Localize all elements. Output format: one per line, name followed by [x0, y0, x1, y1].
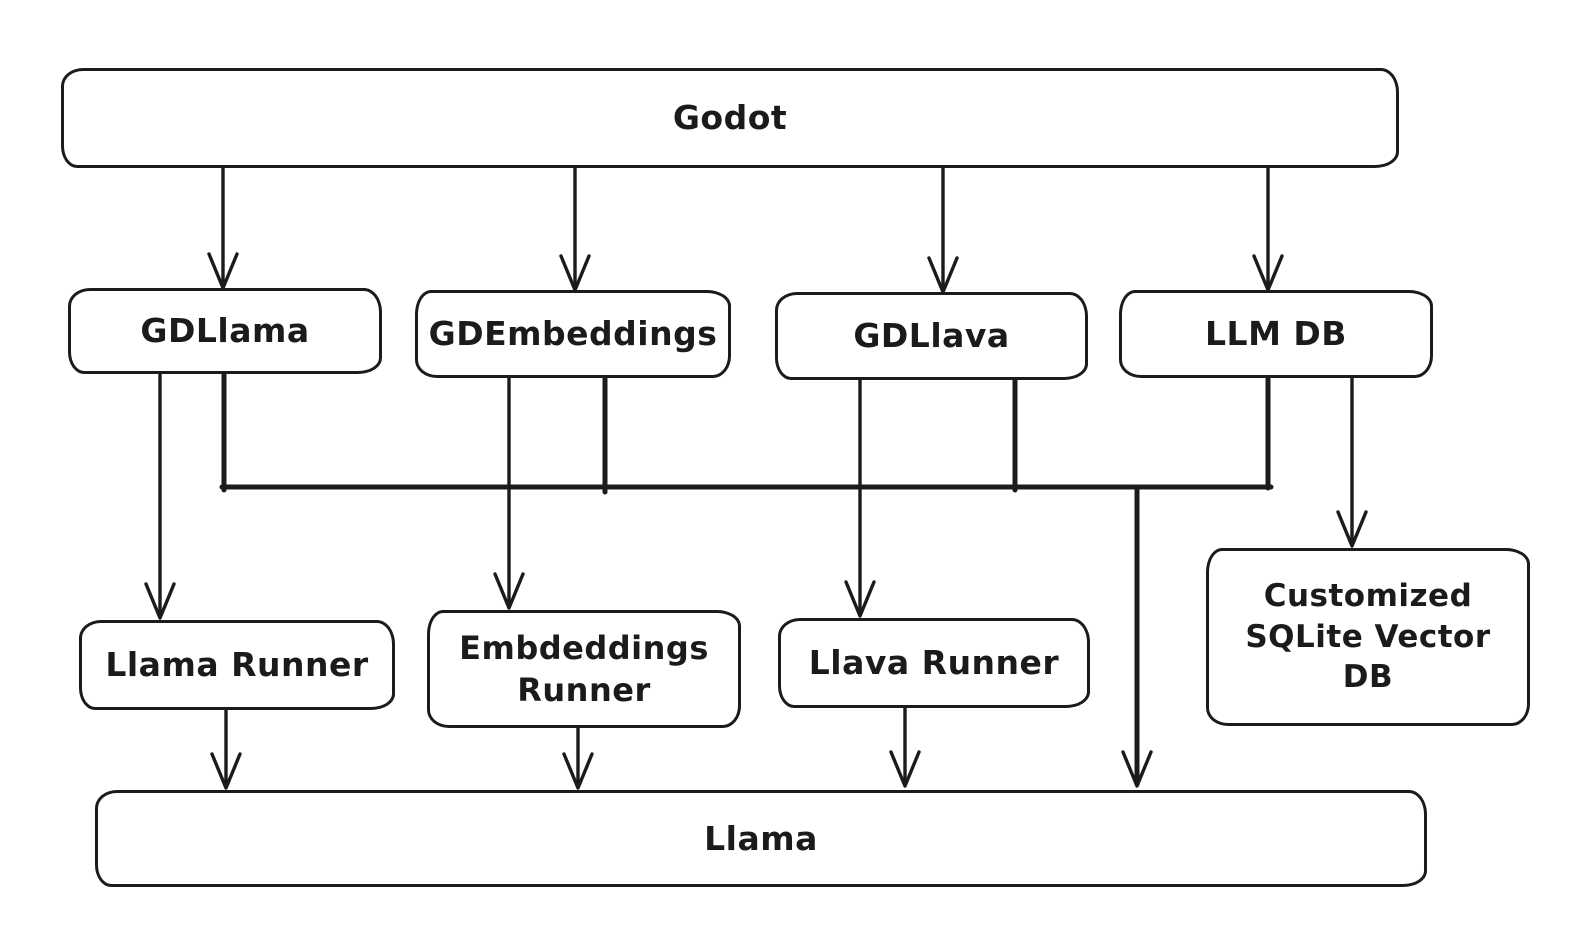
- node-llava-runner: Llava Runner: [778, 618, 1090, 708]
- node-llava-runner-label: Llava Runner: [808, 643, 1060, 683]
- edge-gdllava-llava-runner: [844, 378, 876, 618]
- edge-godot-gdembeddings: [559, 165, 591, 292]
- node-llama-label: Llama: [704, 818, 818, 858]
- node-llm-db-label: LLM DB: [1205, 314, 1347, 354]
- node-gdllava-label: GDLlava: [853, 316, 1010, 356]
- edge-godot-gdllava: [927, 165, 959, 294]
- edge-llava-runner-llama: [889, 706, 921, 788]
- node-godot-label: Godot: [672, 98, 788, 138]
- node-godot: Godot: [61, 68, 1399, 168]
- node-gdllava: GDLlava: [775, 292, 1088, 380]
- edge-llm-db-sqlite-db: [1336, 376, 1368, 548]
- edge-gdllama-llama-runner: [144, 372, 176, 620]
- node-gdembeddings: GDEmbeddings: [415, 290, 731, 378]
- edge-godot-llm-db: [1252, 165, 1284, 292]
- node-gdllama: GDLlama: [68, 288, 382, 374]
- edge-godot-gdllama: [207, 165, 239, 290]
- node-llama: Llama: [95, 790, 1427, 887]
- node-gdembeddings-label: GDEmbeddings: [428, 314, 718, 354]
- node-embdeddings-runner-label: Embdeddings Runner: [459, 628, 709, 709]
- edge-llama-runner-llama: [210, 708, 242, 790]
- edge-gdembeddings-embdeddings-runner: [493, 376, 525, 610]
- node-llama-runner-label: Llama Runner: [105, 645, 369, 685]
- node-gdllama-label: GDLlama: [140, 311, 310, 351]
- node-llm-db: LLM DB: [1119, 290, 1433, 378]
- node-llama-runner: Llama Runner: [79, 620, 395, 710]
- node-sqlite-vector-db: Customized SQLite Vector DB: [1206, 548, 1530, 726]
- edge-embdeddings-runner-llama: [562, 726, 594, 790]
- edge-bus-llama: [1121, 484, 1153, 788]
- node-sqlite-vector-db-label: Customized SQLite Vector DB: [1245, 577, 1491, 696]
- node-embdeddings-runner: Embdeddings Runner: [427, 610, 741, 728]
